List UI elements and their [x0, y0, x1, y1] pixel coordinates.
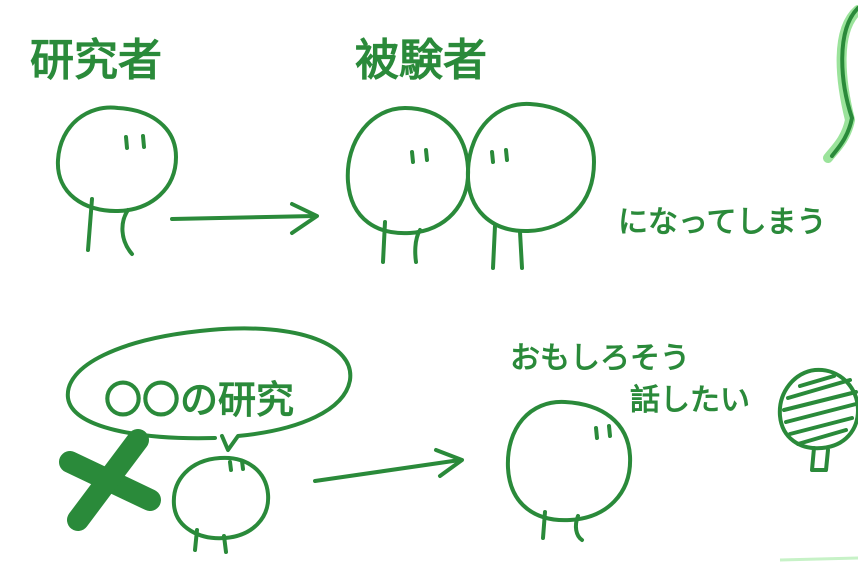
- label-subject: 被験者: [355, 35, 487, 86]
- cross-mark-icon: [59, 429, 161, 531]
- label-researcher: 研究者: [30, 35, 162, 86]
- scribbled-figure: [777, 367, 858, 472]
- figure-listener: [505, 399, 633, 542]
- partial-figure-edge: [823, 5, 858, 163]
- arrow-top: [170, 202, 319, 235]
- bubble-text: 〇〇の研究: [104, 378, 294, 422]
- arrow-bottom: [313, 448, 464, 483]
- edge-highlight: [779, 556, 858, 562]
- label-becomes: になってしまう: [618, 205, 827, 240]
- speech-bubble: [65, 326, 353, 452]
- figure-subject-left: [345, 106, 471, 264]
- label-interesting-2: 話したい: [630, 383, 750, 418]
- figure-subject-right: [465, 101, 596, 270]
- figure-speaker: [171, 455, 271, 554]
- label-interesting-1: おもしろそう: [510, 341, 690, 376]
- figure-researcher: [55, 105, 178, 256]
